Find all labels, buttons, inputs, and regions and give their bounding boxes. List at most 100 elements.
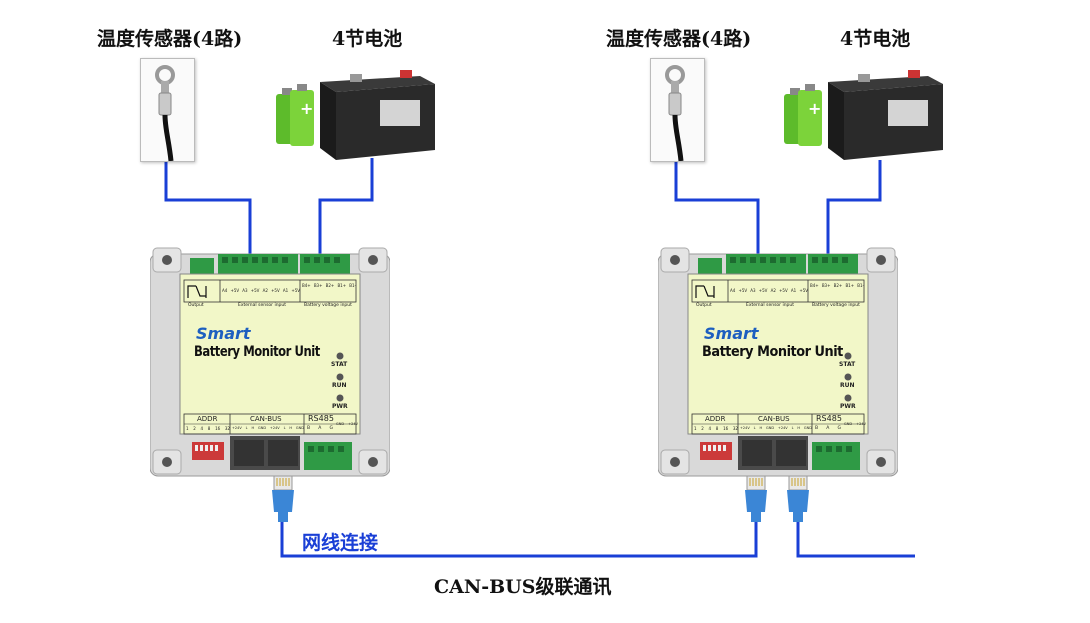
pin-label: B1+ [845,283,855,288]
can-pin-row: +24V L H GND +24V L H GND [740,426,812,430]
pin-label: GND [336,422,345,426]
green-cell-icon: + [276,84,314,146]
addr-pin-row: 1 2 4 8 16 32 [694,426,738,431]
pin-label: 16 [215,426,221,431]
canbus-cable-1 [280,520,758,558]
relay-symbol-icon [187,285,207,298]
pin-label: 4 [200,426,204,431]
pin-label: A [826,426,830,431]
pin-label: B2+ [325,283,335,288]
pwr-led-label: PWR [332,403,348,410]
pin-label: 2 [193,426,196,431]
pin-label: B4+ [302,283,311,288]
pin-label: +5V [758,288,768,293]
temperature-probe-icon [155,65,175,162]
sensor-input-label: External sensor input [238,303,287,308]
battery-monitor-unit-2: Smart Battery Monitor Unit STAT RUN PWR … [658,246,898,478]
pin-label: B [307,426,311,431]
pin-label: 32 [224,426,230,431]
pin-label: A2 [262,288,268,293]
pin-label: +24V [777,426,788,430]
pin-label: L [753,426,756,430]
pwr-led-icon [844,394,852,402]
run-led-icon [844,373,852,381]
temperature-probe-icon [665,65,685,162]
rs485-pin-row: B A G [307,426,333,431]
pin-label: +5V [738,288,748,293]
pin-label: 8 [715,426,719,431]
output-label: Output [696,303,712,308]
pin-label: A3 [242,288,248,293]
power-pin-row: GND +24V [844,422,866,426]
battery-pin-row: B4+ B3+ B2+ B1+ B1- [302,283,356,288]
pin-label: A2 [770,288,776,293]
pin-label: +5V [250,288,260,293]
brand-text: Smart [704,324,759,343]
pin-label: B3+ [821,283,831,288]
battery-monitor-unit-1: Smart Battery Monitor Unit STAT RUN PWR … [150,246,390,478]
pin-label: +5V [271,288,280,293]
battery-input-label: Battery voltage input [812,303,860,308]
pin-label: B [815,426,819,431]
pin-label: +5V [230,288,240,293]
pin-label: 16 [723,426,729,431]
battery-label-2: 4节电池 [840,28,911,50]
temperature-sensor-1 [140,58,195,162]
pin-label: L [245,426,248,430]
network-cable-label: 网线连接 [302,532,379,554]
pin-label: A1 [790,288,797,293]
relay-symbol-icon [695,285,715,298]
pin-label: H [759,426,763,430]
pin-label: B3+ [313,283,323,288]
pin-label: B1- [349,283,356,288]
rj45-connector-icon [787,476,809,522]
pin-label: L [283,426,286,430]
pin-label: 1 [186,426,189,431]
brand-text: Smart [196,324,251,343]
pin-label: B1+ [337,283,347,288]
temperature-sensor-2 [650,58,705,162]
sensor-input-label: External sensor input [746,303,795,308]
canbus-caption: CAN-BUS级联通讯 [434,576,612,598]
svg-text:+: + [808,99,821,118]
addr-group-label: ADDR [705,415,726,423]
pin-label: +24V [856,422,866,426]
pin-label: 32 [732,426,738,431]
sensor-wire-2 [674,160,760,255]
pin-label: 2 [701,426,704,431]
sensor-label-1: 温度传感器(4路) [97,28,243,50]
device-case [658,247,898,477]
battery-pack-2: + [784,70,943,160]
rj45-connector-icon [745,476,767,522]
battery-pack-1: + [276,70,435,160]
pin-label: H [289,426,293,430]
rs485-group-label: RS485 [308,414,334,423]
pin-label: GND [766,426,775,430]
rs485-group-label: RS485 [816,414,842,423]
battery-label-1: 4节电池 [332,28,403,50]
pin-label: +24V [348,422,358,426]
pin-label: +24V [232,426,242,430]
stat-led-label: STAT [331,361,348,368]
pin-label: GND [295,426,304,430]
pin-label: A4 [222,288,228,293]
battery-pin-row: B4+ B3+ B2+ B1+ B1- [810,283,864,288]
green-cell-icon: + [784,84,822,146]
battery-wire-1 [318,158,374,255]
pin-label: H [797,426,801,430]
pin-label: A1 [282,288,289,293]
device-name-text: Battery Monitor Unit [194,344,320,360]
run-led-label: RUN [840,382,855,389]
lead-acid-battery-icon [828,70,943,160]
canbus-group-label: CAN-BUS [758,415,790,423]
pin-label: +5V [291,288,300,293]
stat-led-icon [844,352,852,360]
pin-label: A [318,426,322,431]
pwr-led-label: PWR [840,403,856,410]
addr-group-label: ADDR [197,415,218,423]
stat-led-label: STAT [839,361,856,368]
canbus-cable-2 [796,520,915,558]
pin-label: +5V [799,288,808,293]
